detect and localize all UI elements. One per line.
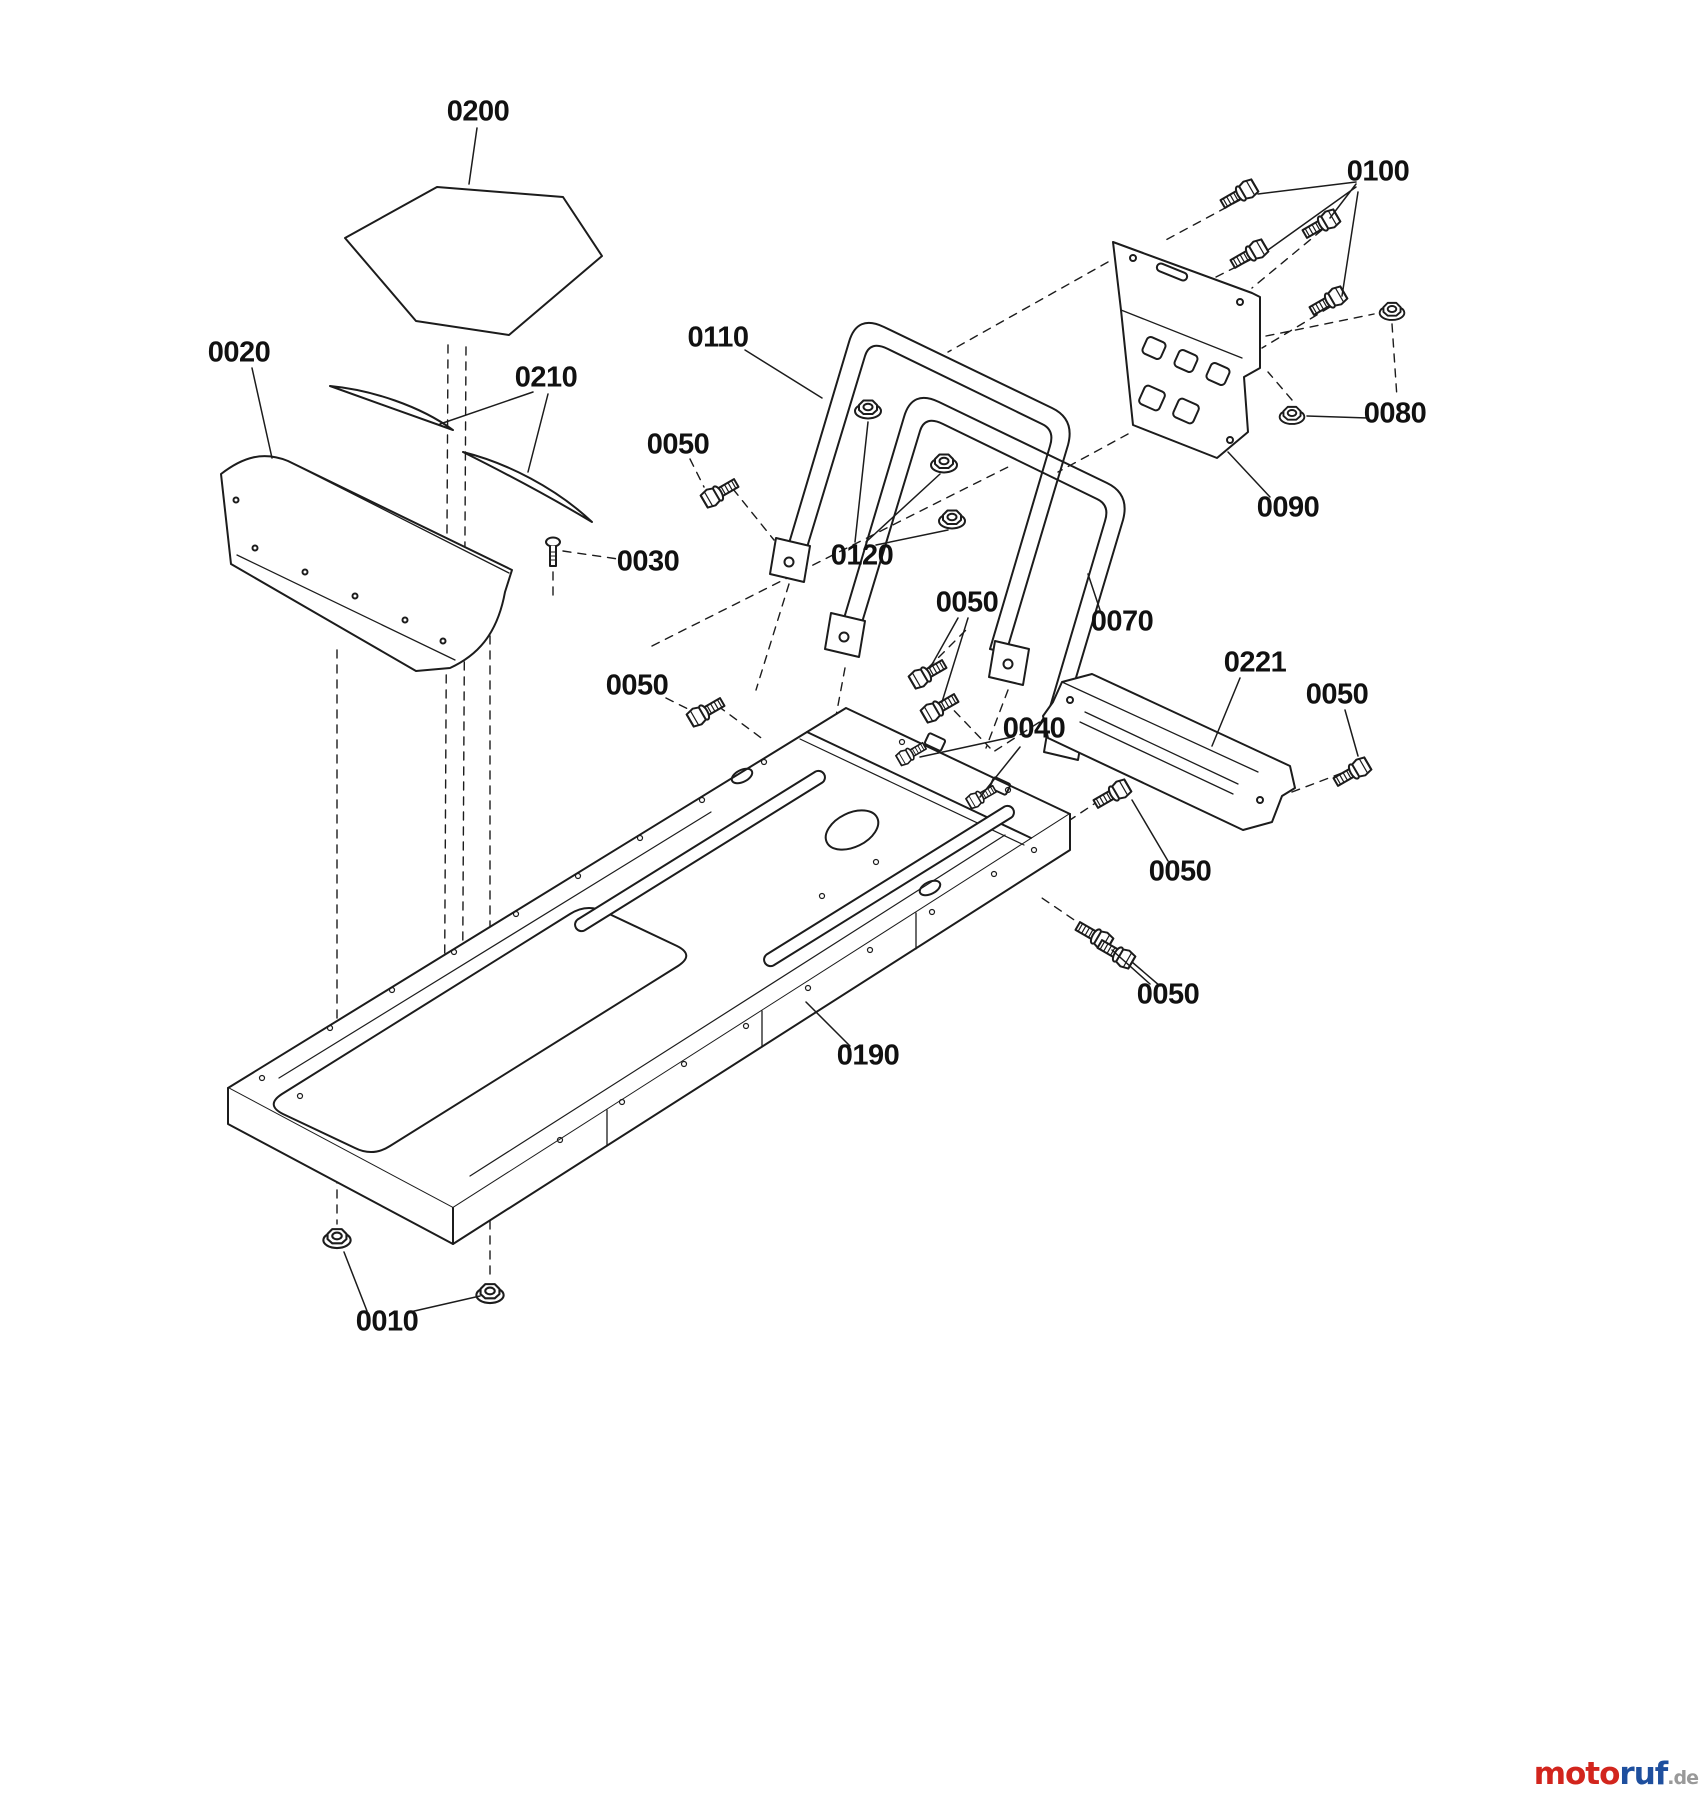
part-label-0030: 0030 bbox=[616, 545, 680, 578]
screw-0030 bbox=[545, 536, 561, 567]
part-label-0050-f: 0050 bbox=[1136, 978, 1200, 1011]
part-label-0100: 0100 bbox=[1346, 155, 1410, 188]
seal-strips-0210 bbox=[329, 385, 593, 523]
part-label-0050-a: 0050 bbox=[646, 428, 710, 461]
rail-bracket-0221 bbox=[1042, 673, 1296, 831]
top-panel-0200 bbox=[344, 186, 603, 336]
part-label-0190: 0190 bbox=[836, 1039, 900, 1072]
part-label-0200: 0200 bbox=[446, 95, 510, 128]
part-label-0070: 0070 bbox=[1090, 605, 1154, 638]
part-label-0040: 0040 bbox=[1002, 712, 1066, 745]
part-label-0090: 0090 bbox=[1256, 491, 1320, 524]
part-label-0050-d: 0050 bbox=[1305, 678, 1369, 711]
motoruf-logo: motoruf.de bbox=[1533, 1756, 1699, 1792]
flange-nuts-0010 bbox=[322, 1228, 505, 1305]
part-label-0221: 0221 bbox=[1223, 646, 1287, 679]
part-label-0210: 0210 bbox=[514, 361, 578, 394]
logo-segment-tld: .de bbox=[1667, 1767, 1699, 1789]
part-label-0050-b: 0050 bbox=[935, 586, 999, 619]
logo-segment-moto: moto bbox=[1533, 1756, 1621, 1792]
part-label-0020: 0020 bbox=[207, 336, 271, 369]
part-label-0110: 0110 bbox=[687, 321, 749, 354]
u-bar-0110 bbox=[769, 321, 1071, 686]
part-label-0050-c: 0050 bbox=[605, 669, 669, 702]
part-label-0010: 0010 bbox=[355, 1305, 419, 1338]
cover-panel-0020 bbox=[220, 455, 513, 672]
part-label-0050-e: 0050 bbox=[1148, 855, 1212, 888]
part-label-0080: 0080 bbox=[1363, 397, 1427, 430]
logo-segment-ruf: ruf bbox=[1619, 1756, 1668, 1792]
callout-leader-lines bbox=[251, 127, 1369, 1313]
bracket-plate-0090 bbox=[1112, 241, 1261, 459]
part-label-0120: 0120 bbox=[830, 539, 894, 572]
main-frame-0190 bbox=[227, 707, 1071, 1245]
